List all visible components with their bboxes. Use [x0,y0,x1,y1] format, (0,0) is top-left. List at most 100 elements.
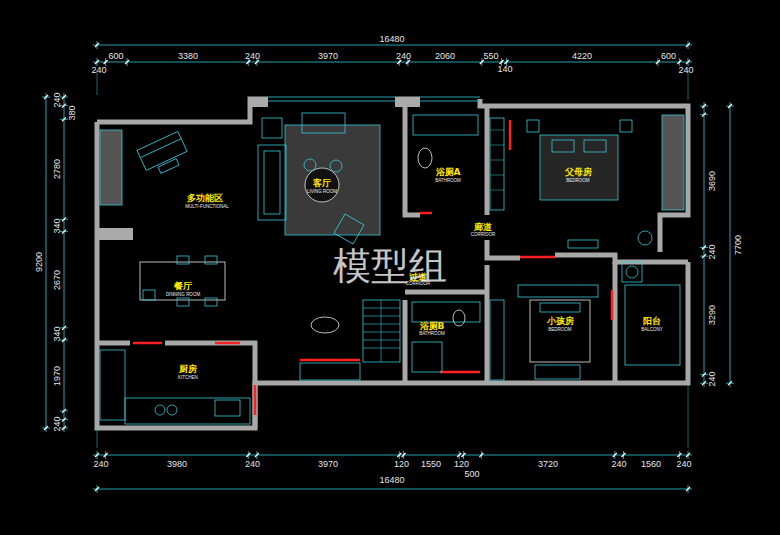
dimension-slash [62,326,66,330]
dimension-slash [62,230,66,234]
dimension-slash [62,426,66,430]
dimension-slash [95,453,99,457]
dimension-text: 600 [661,52,676,61]
room-name-english: BATHROOM [435,179,461,184]
dimension-text: 7700 [734,235,743,255]
dimension-text: 1550 [421,460,441,469]
dimension-slash [702,104,706,108]
dimension-slash [95,43,99,47]
room-name: 餐厅 [174,282,192,291]
dimension-slash [613,453,617,457]
dimension-text: 3980 [167,460,187,469]
dimension-text: 240 [676,460,691,469]
dimension-text: 240 [245,460,260,469]
dimension-text: 140 [497,65,512,74]
dimension-slash [255,453,259,457]
windows [100,97,684,210]
dimension-text: 16480 [379,35,404,44]
dimension-text: 240 [708,371,717,386]
room-fills [285,125,618,235]
dimension-text: 240 [93,460,108,469]
dimension-slash [104,453,108,457]
dimension-slash [62,338,66,342]
extension-line [688,385,689,448]
dimension-slash [677,60,681,64]
dimension-slash [686,487,690,491]
room-name: 客厅 [313,179,331,188]
dimension-text: 240 [611,460,626,469]
dimension-line [46,93,47,432]
dimension-lines [42,41,734,493]
room-name: 小孩房 [547,317,574,326]
dimension-line [93,489,692,490]
dimension-text: 340 [53,218,62,233]
dimension-slash [44,95,48,99]
dimension-slash [402,453,406,457]
dimension-text: 9200 [35,252,44,272]
dimension-text: 2670 [53,270,62,290]
dimension-text: 3720 [538,460,558,469]
dimension-slash [702,373,706,377]
dimension-line [64,93,65,432]
dimension-line [93,45,692,46]
room-name: 浴厕B [420,322,445,331]
dimension-line [93,62,692,63]
room-name-english: CORRIDOR [471,233,496,238]
dimension-slash [479,453,483,457]
room-name-english: LIVING ROOM [307,190,337,195]
room-name-english: DINNING ROOM [166,293,200,298]
dimension-text: 380 [68,105,77,120]
dimension-text: 3970 [318,460,338,469]
doors [133,120,612,415]
dimension-slash [702,254,706,258]
dimension-slash [62,217,66,221]
dimension-text: 120 [454,460,469,469]
room-name: 廊道 [474,223,492,232]
room-name: 厨房 [179,365,197,374]
dimension-text: 240 [708,244,717,259]
dimension-text: 240 [678,66,693,75]
dimension-slash [95,487,99,491]
room-name: 浴厕A [436,168,461,177]
dimension-text: 240 [245,52,260,61]
dimension-slash [457,453,461,457]
dimension-slash [686,43,690,47]
dimension-slash [246,60,250,64]
dimension-slash [255,60,259,64]
dimension-slash [62,409,66,413]
dimension-slash [686,453,690,457]
dimension-slash [656,60,660,64]
dimension-text: 550 [483,52,498,61]
dimension-text: 240 [53,92,62,107]
dimension-slash [500,60,504,64]
dimension-slash [702,113,706,117]
room-name: 父母房 [565,168,592,177]
dimension-slash [686,60,690,64]
dimension-slash [125,60,129,64]
extension-line [688,70,689,100]
room-name-english: BATHROOM [419,332,445,337]
dimension-line [93,455,692,456]
dimension-slash [44,426,48,430]
dimension-line [730,102,731,387]
room-name-english: MULTI-FUNCTIONAL [185,205,228,210]
extension-line [97,428,98,448]
dimension-slash [702,381,706,385]
dimension-text: 2060 [435,52,455,61]
dimension-text: 120 [394,460,409,469]
dimension-slash [397,453,401,457]
dimension-slash [397,60,401,64]
dimension-text: 500 [464,470,479,479]
dimension-text: 3690 [708,171,717,191]
dimension-slash [246,453,250,457]
dimension-text: 1970 [53,365,62,385]
dimension-line [704,102,705,387]
dimension-slash [62,418,66,422]
dimension-slash [728,381,732,385]
pillars [97,97,420,240]
dimension-slash [505,60,509,64]
watermark: 模型组 [333,247,447,285]
dimension-slash [480,60,484,64]
